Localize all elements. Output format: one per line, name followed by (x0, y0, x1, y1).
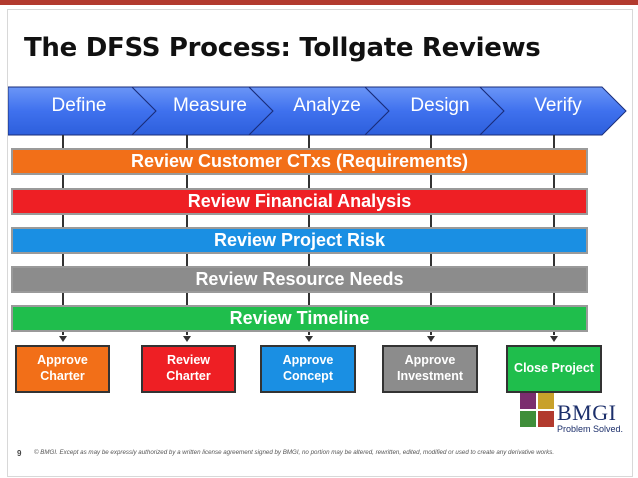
tollgate-approve-charter: Approve Charter (15, 345, 110, 393)
phase-label-design: Design (410, 95, 470, 116)
tollgate-review-charter: Review Charter (141, 345, 236, 393)
review-bar-project-risk: Review Project Risk (11, 227, 588, 254)
bmgi-logo-tagline: Problem Solved. (557, 424, 624, 434)
bmgi-logo-wordmark: BMGI (557, 400, 617, 425)
review-bar-customer-ctxs: Review Customer CTxs (Requirements) (11, 148, 588, 175)
arrowhead-analyze (305, 336, 313, 342)
arrowhead-verify (550, 336, 558, 342)
phase-chevron-verify (478, 86, 627, 136)
bmgi-logo-mark (520, 393, 554, 427)
tollgate-approve-concept: Approve Concept (260, 345, 356, 393)
page-number: 9 (17, 449, 22, 458)
slide-frame (7, 9, 633, 477)
phase-chevron-band (8, 86, 627, 136)
arrowhead-design (427, 336, 435, 342)
tollgate-close-project: Close Project (506, 345, 602, 393)
phase-label-verify: Verify (534, 95, 582, 116)
review-bar-resource-needs: Review Resource Needs (11, 266, 588, 293)
phase-label-analyze: Analyze (293, 95, 361, 116)
review-bar-financial-analysis: Review Financial Analysis (11, 188, 588, 215)
arrowhead-define (59, 336, 67, 342)
tollgate-approve-investment: Approve Investment (382, 345, 478, 393)
review-bar-timeline: Review Timeline (11, 305, 588, 332)
slide-title: The DFSS Process: Tollgate Reviews (24, 33, 541, 63)
arrowhead-measure (183, 336, 191, 342)
phase-label-measure: Measure (173, 95, 247, 116)
phase-label-define: Define (51, 95, 107, 116)
copyright-notice: © BMGI. Except as may be expressly autho… (34, 449, 555, 456)
top-accent-line (0, 0, 638, 5)
